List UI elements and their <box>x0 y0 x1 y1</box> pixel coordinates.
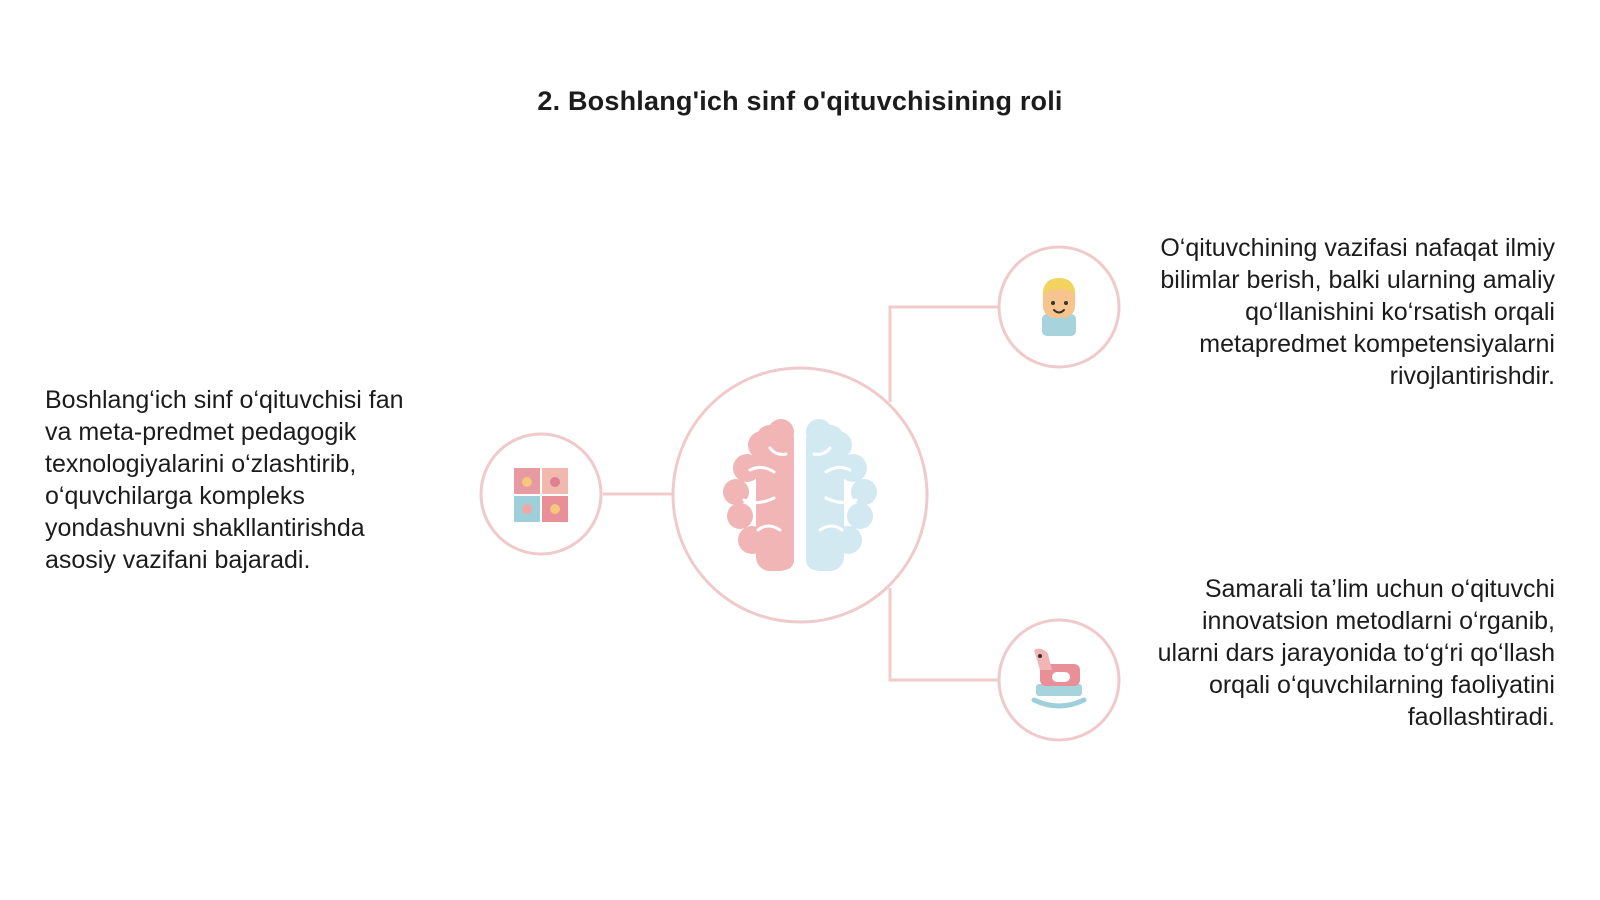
child-face-icon <box>1042 278 1076 336</box>
left-node <box>479 432 603 556</box>
connector-right-top <box>888 305 998 402</box>
right-top-description: O‘qituvchining vazifasi nafaqat ilmiy bi… <box>1160 234 1555 390</box>
connector-right-bottom <box>888 588 998 682</box>
rocking-horse-icon <box>1031 648 1087 709</box>
center-node <box>671 366 929 624</box>
right-top-node <box>997 245 1121 369</box>
brain-icon <box>723 419 877 571</box>
right-bottom-node <box>997 618 1121 742</box>
left-description: Boshlang‘ich sinf o‘qituvchisi fan va me… <box>45 386 404 574</box>
connector-lines <box>603 305 998 682</box>
puzzle-icon <box>514 468 568 522</box>
slide-title: 2. Boshlang'ich sinf o'qituvchisining ro… <box>537 86 1063 116</box>
right-bottom-description: Samarali ta’lim uchun o‘qituvchi innovat… <box>1157 575 1555 731</box>
